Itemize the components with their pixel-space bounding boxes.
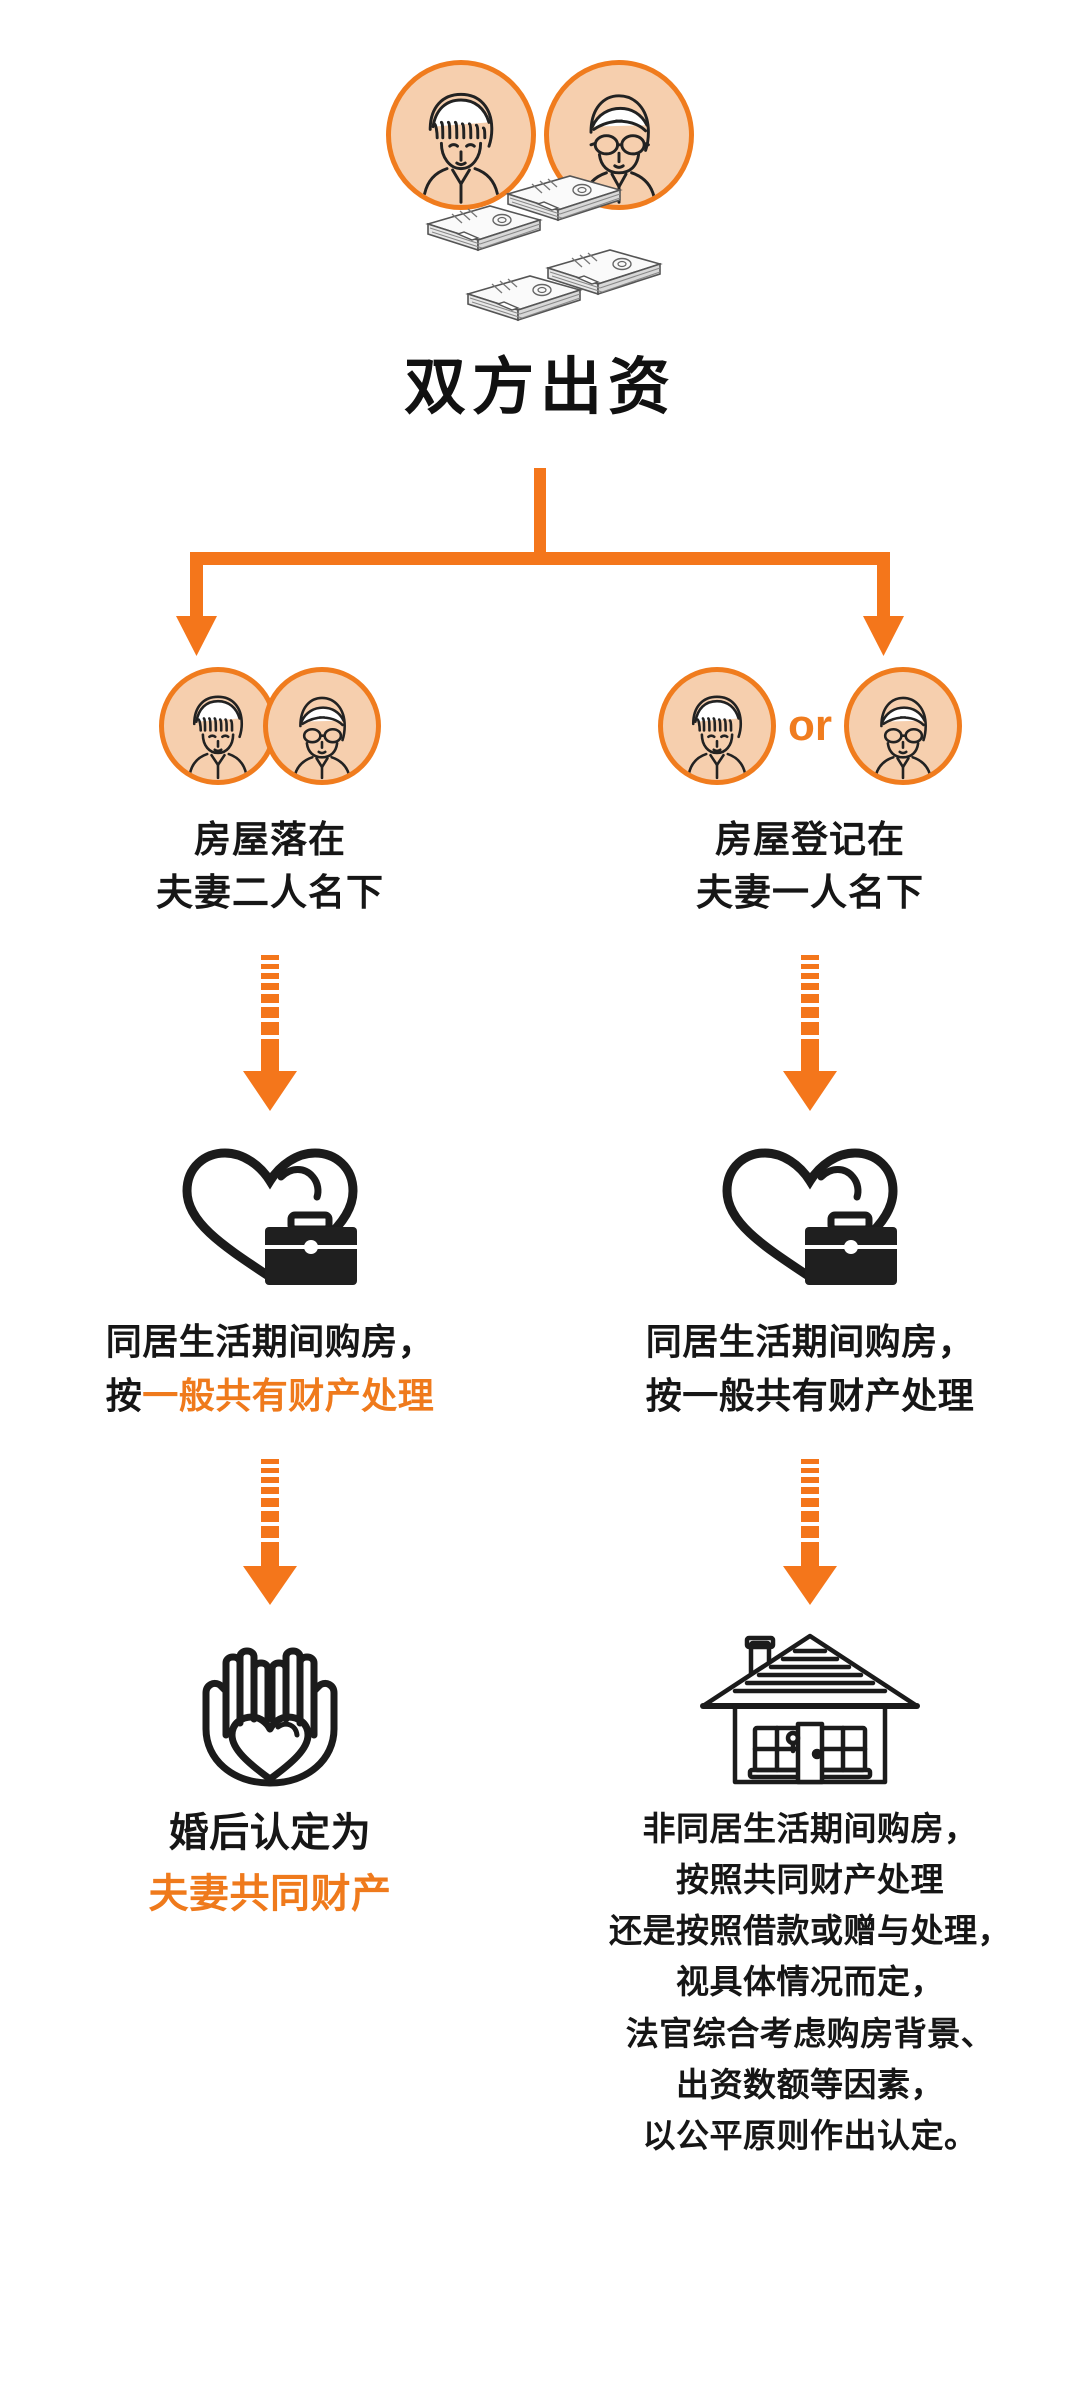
branch-left-body-line2: 按一般共有财产处理 xyxy=(106,1369,435,1423)
striped-arrow-down-icon xyxy=(775,1457,845,1607)
branch-right-final-line-7: 以公平原则作出认定。 xyxy=(642,2116,978,2154)
branch-left-body: 同居生活期间购房， 按一般共有财产处理 xyxy=(106,1315,435,1423)
branch-left-label: 房屋落在 夫妻二人名下 xyxy=(156,814,384,919)
branch-right-label: 房屋登记在 夫妻一人名下 xyxy=(696,814,924,919)
page-title: 双方出资 xyxy=(403,353,676,422)
split-arrow-connector xyxy=(150,468,930,658)
branch-right-body-line2: 按一般共有财产处理 xyxy=(645,1375,975,1417)
top-section: 双方出资 xyxy=(0,0,1080,422)
branch-right-final-line-6: 出资数额等因素， xyxy=(676,2065,944,2103)
couple-with-money-illustration xyxy=(380,60,700,340)
branch-left-body-line1: 同居生活期间购房， xyxy=(105,1321,435,1363)
branch-right-avatars: or xyxy=(658,660,962,792)
heart-briefcase-icon xyxy=(705,1139,915,1289)
branch-left-body-highlight: 一般共有财产处理 xyxy=(142,1375,435,1417)
striped-arrow-down-icon xyxy=(775,953,845,1113)
branch-right-final-line-4: 视具体情况而定， xyxy=(676,1963,944,2001)
branch-left-final-highlight: 夫妻共同财产 xyxy=(148,1871,392,1916)
or-separator-label: or xyxy=(788,701,832,750)
man-avatar xyxy=(844,667,962,785)
branch-right-final-line-5: 法官综合考虑购房背景、 xyxy=(625,2014,995,2052)
branch-right-body-line1: 同居生活期间购房， xyxy=(645,1321,975,1363)
branch-left-label-line1: 房屋落在 xyxy=(194,819,346,860)
branch-left-final: 婚后认定为 夫妻共同财产 xyxy=(149,1803,392,1925)
branch-right-body: 同居生活期间购房， 按一般共有财产处理 xyxy=(646,1315,975,1423)
branch-right: or xyxy=(540,660,1080,2161)
branch-left-body-prefix: 按 xyxy=(105,1375,143,1417)
woman-avatar xyxy=(658,667,776,785)
branch-left-final-line1: 婚后认定为 xyxy=(168,1811,372,1856)
branch-right-final: 非同居生活期间购房， 按照共同财产处理 还是按照借款或赠与处理， 视具体情况而定… xyxy=(609,1803,1011,2161)
striped-arrow-down-icon xyxy=(235,953,305,1113)
branch-left: 房屋落在 夫妻二人名下 xyxy=(0,660,540,2161)
hands-holding-heart-icon xyxy=(170,1633,370,1787)
woman-avatar xyxy=(159,667,277,785)
woman-avatar xyxy=(386,60,536,210)
branch-right-label-line2: 夫妻一人名下 xyxy=(696,871,924,913)
branch-left-label-line2: 夫妻二人名下 xyxy=(156,871,384,913)
man-avatar xyxy=(263,667,381,785)
branch-right-final-line-3: 还是按照借款或赠与处理， xyxy=(609,1912,1011,1950)
money-stacks-icon xyxy=(408,172,673,342)
house-icon xyxy=(695,1633,925,1785)
branch-right-label-line1: 房屋登记在 xyxy=(715,819,905,860)
branch-left-avatars xyxy=(159,660,381,792)
heart-briefcase-icon xyxy=(165,1139,375,1289)
branch-columns: 房屋落在 夫妻二人名下 xyxy=(0,660,1080,2161)
branch-right-final-line-1: 非同居生活期间购房， xyxy=(642,1810,978,1848)
striped-arrow-down-icon xyxy=(235,1457,305,1607)
branch-right-final-line-2: 按照共同财产处理 xyxy=(676,1861,944,1899)
